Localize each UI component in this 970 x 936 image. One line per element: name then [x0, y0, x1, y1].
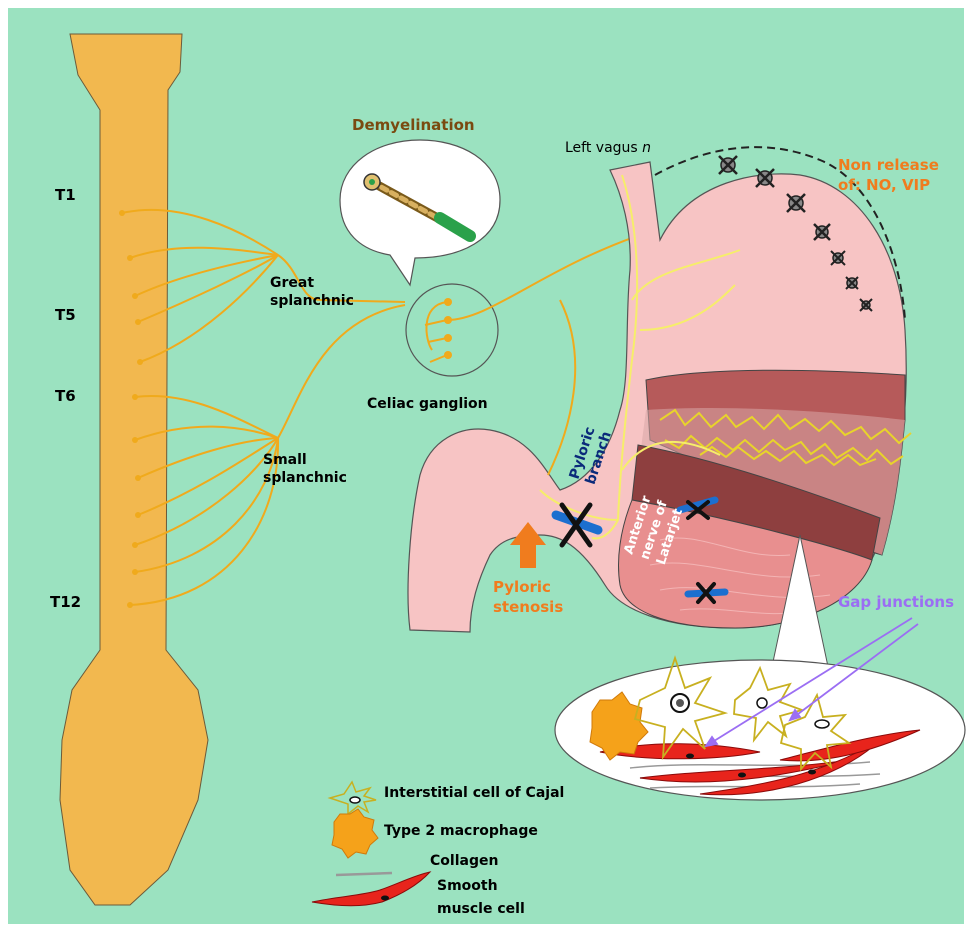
legend-macrophage-label: Type 2 macrophage	[384, 823, 538, 839]
level-t1-label: T1	[55, 186, 76, 204]
gap-junctions-label: Gap junctions	[838, 593, 954, 611]
level-t12-label: T12	[50, 593, 81, 611]
celiac-ganglion	[406, 284, 498, 376]
legend-collagen-label: Collagen	[430, 853, 498, 869]
legend-icc-label: Interstitial cell of Cajal	[384, 785, 564, 801]
left-vagus-label: Left vagus n	[565, 140, 651, 156]
demyelination-label: Demyelination	[352, 116, 475, 134]
level-t5-label: T5	[55, 306, 76, 324]
celiac-ganglion-label: Celiac ganglion	[367, 396, 488, 412]
level-t6-label: T6	[55, 387, 76, 405]
